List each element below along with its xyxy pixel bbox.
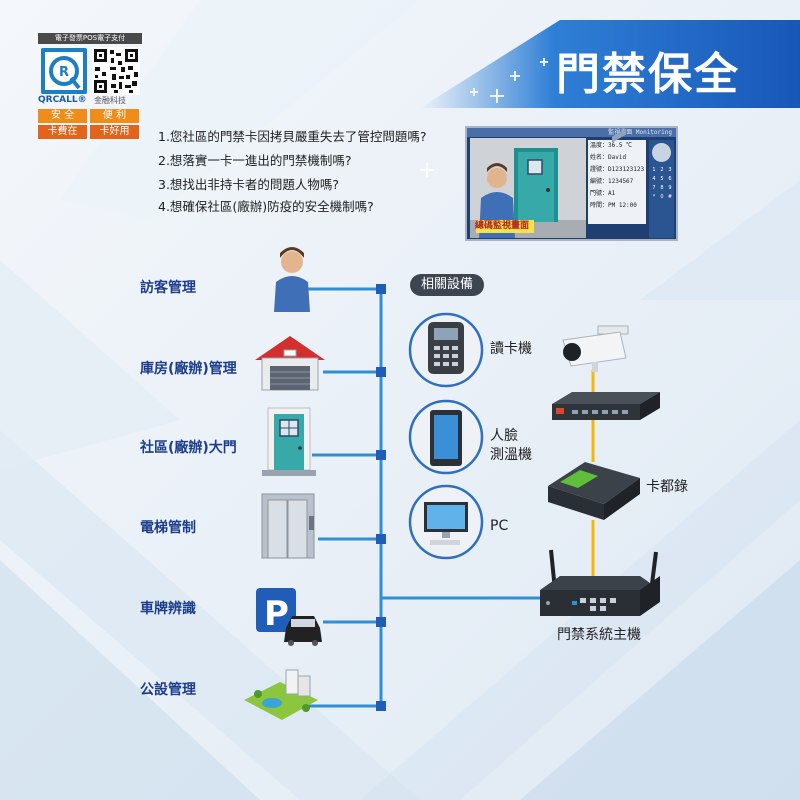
key: # (667, 194, 673, 200)
qr-code-icon (92, 47, 140, 95)
category-label-elevator: 電梯管制 (140, 520, 196, 536)
access-control-host-icon (540, 549, 660, 616)
logo-tag: 安 全 (38, 109, 87, 123)
parking-car-icon: P (256, 588, 322, 646)
monitor-field: 溫度：36.5 ℃ (590, 142, 633, 149)
logo-header: 電子發票POS電子支付 (38, 33, 142, 44)
label-pc: PC (490, 518, 509, 534)
page-title: 門禁保全 (556, 49, 740, 100)
key: * (652, 194, 656, 200)
card-reader-icon (408, 312, 484, 388)
category-label-public-facility: 公設管理 (140, 682, 196, 698)
bus-node (376, 701, 386, 711)
network-switch-icon (552, 392, 660, 420)
monitor-keypad: 1 2 3 4 5 6 7 8 9 * 0 # (650, 166, 674, 202)
bus-node (376, 450, 386, 460)
category-label-license-plate: 車牌辨識 (140, 601, 196, 617)
bus-node (376, 284, 386, 294)
face-temperature-scanner-icon (408, 399, 484, 475)
qrcall-logo-mark: R (41, 48, 87, 94)
key: 8 (660, 185, 664, 191)
category-label-gate: 社區(廠辦)大門 (140, 440, 237, 456)
elevator-icon (261, 493, 315, 559)
label-face-scanner-line2: 測溫機 (490, 447, 532, 463)
cctv-camera-icon (562, 325, 629, 372)
card-recorder-device-icon (548, 128, 640, 520)
monitor-field: 姓名：David (590, 154, 627, 161)
logo-tag: 卡好用 (90, 125, 139, 139)
key: 3 (668, 167, 672, 173)
monitor-screenshot: 監視畫面 Monitoring 總碼監視畫面 溫度：36.5 ℃ 姓名：Davi… (465, 126, 678, 241)
monitor-info-panel: 溫度：36.5 ℃ 姓名：David 證號：D123123123 編號：1234… (588, 140, 646, 224)
label-card-reader: 讀卡機 (490, 341, 532, 357)
monitor-field: 證號：D123123123 (590, 166, 645, 173)
question-item: 1.您社區的門禁卡因拷貝嚴重失去了管控問題嗎? (158, 129, 427, 144)
logo-brand-sub: 金融科技 (94, 96, 126, 105)
label-face-scanner-line1: 人臉 (490, 428, 518, 444)
bus-nodes (376, 284, 386, 711)
title-banner (420, 20, 800, 108)
visitor-person-icon (274, 247, 310, 312)
label-card-recorder: 卡都錄 (646, 479, 688, 495)
logo: 電子發票POS電子支付 R QRCALL® 金融科技 (38, 33, 142, 137)
warehouse-icon (255, 336, 325, 391)
bus-node (376, 617, 386, 627)
key: 6 (668, 176, 672, 182)
monitor-control-pad: 1 2 3 4 5 6 7 8 9 * 0 # (649, 140, 674, 238)
logo-tag: 卡費在 (38, 125, 87, 139)
dpad-icon (652, 143, 671, 162)
pc-icon (408, 484, 484, 560)
key: 7 (652, 185, 656, 191)
logo-tag: 便 利 (90, 109, 139, 123)
monitor-caption: 總碼監視畫面 (475, 221, 530, 231)
question-item: 2.想落實一卡一進出的門禁機制嗎? (158, 153, 352, 168)
logo-brand: QRCALL® (38, 95, 87, 105)
equipment-header: 相關設備 (410, 274, 484, 296)
category-label-warehouse: 庫房(廠辦)管理 (140, 361, 237, 377)
question-item: 4.想確保社區(廠辦)防疫的安全機制嗎? (158, 199, 374, 214)
bus-node (376, 367, 386, 377)
svg-text:R: R (59, 65, 69, 80)
key: 5 (660, 176, 664, 182)
svg-text:P: P (264, 594, 289, 634)
door-icon (262, 407, 316, 476)
monitor-camera-view (470, 138, 586, 238)
question-item: 3.想找出非持卡者的問題人物嗎? (158, 177, 340, 192)
monitor-field: 編號：1234567 (590, 178, 634, 185)
monitor-title-bar: 監視畫面 Monitoring (467, 128, 676, 137)
key: 2 (660, 167, 664, 173)
key: 9 (668, 185, 672, 191)
key: 4 (652, 176, 656, 182)
key: 1 (652, 167, 656, 173)
monitor-field: 時間：PM 12:00 (590, 202, 637, 209)
monitor-field: 門號：A1 (590, 190, 616, 197)
category-label-visitor: 訪客管理 (140, 280, 196, 296)
key: 0 (660, 194, 664, 200)
bus-node (376, 534, 386, 544)
label-host-system: 門禁系統主機 (557, 627, 641, 643)
public-facility-icon (244, 669, 318, 720)
